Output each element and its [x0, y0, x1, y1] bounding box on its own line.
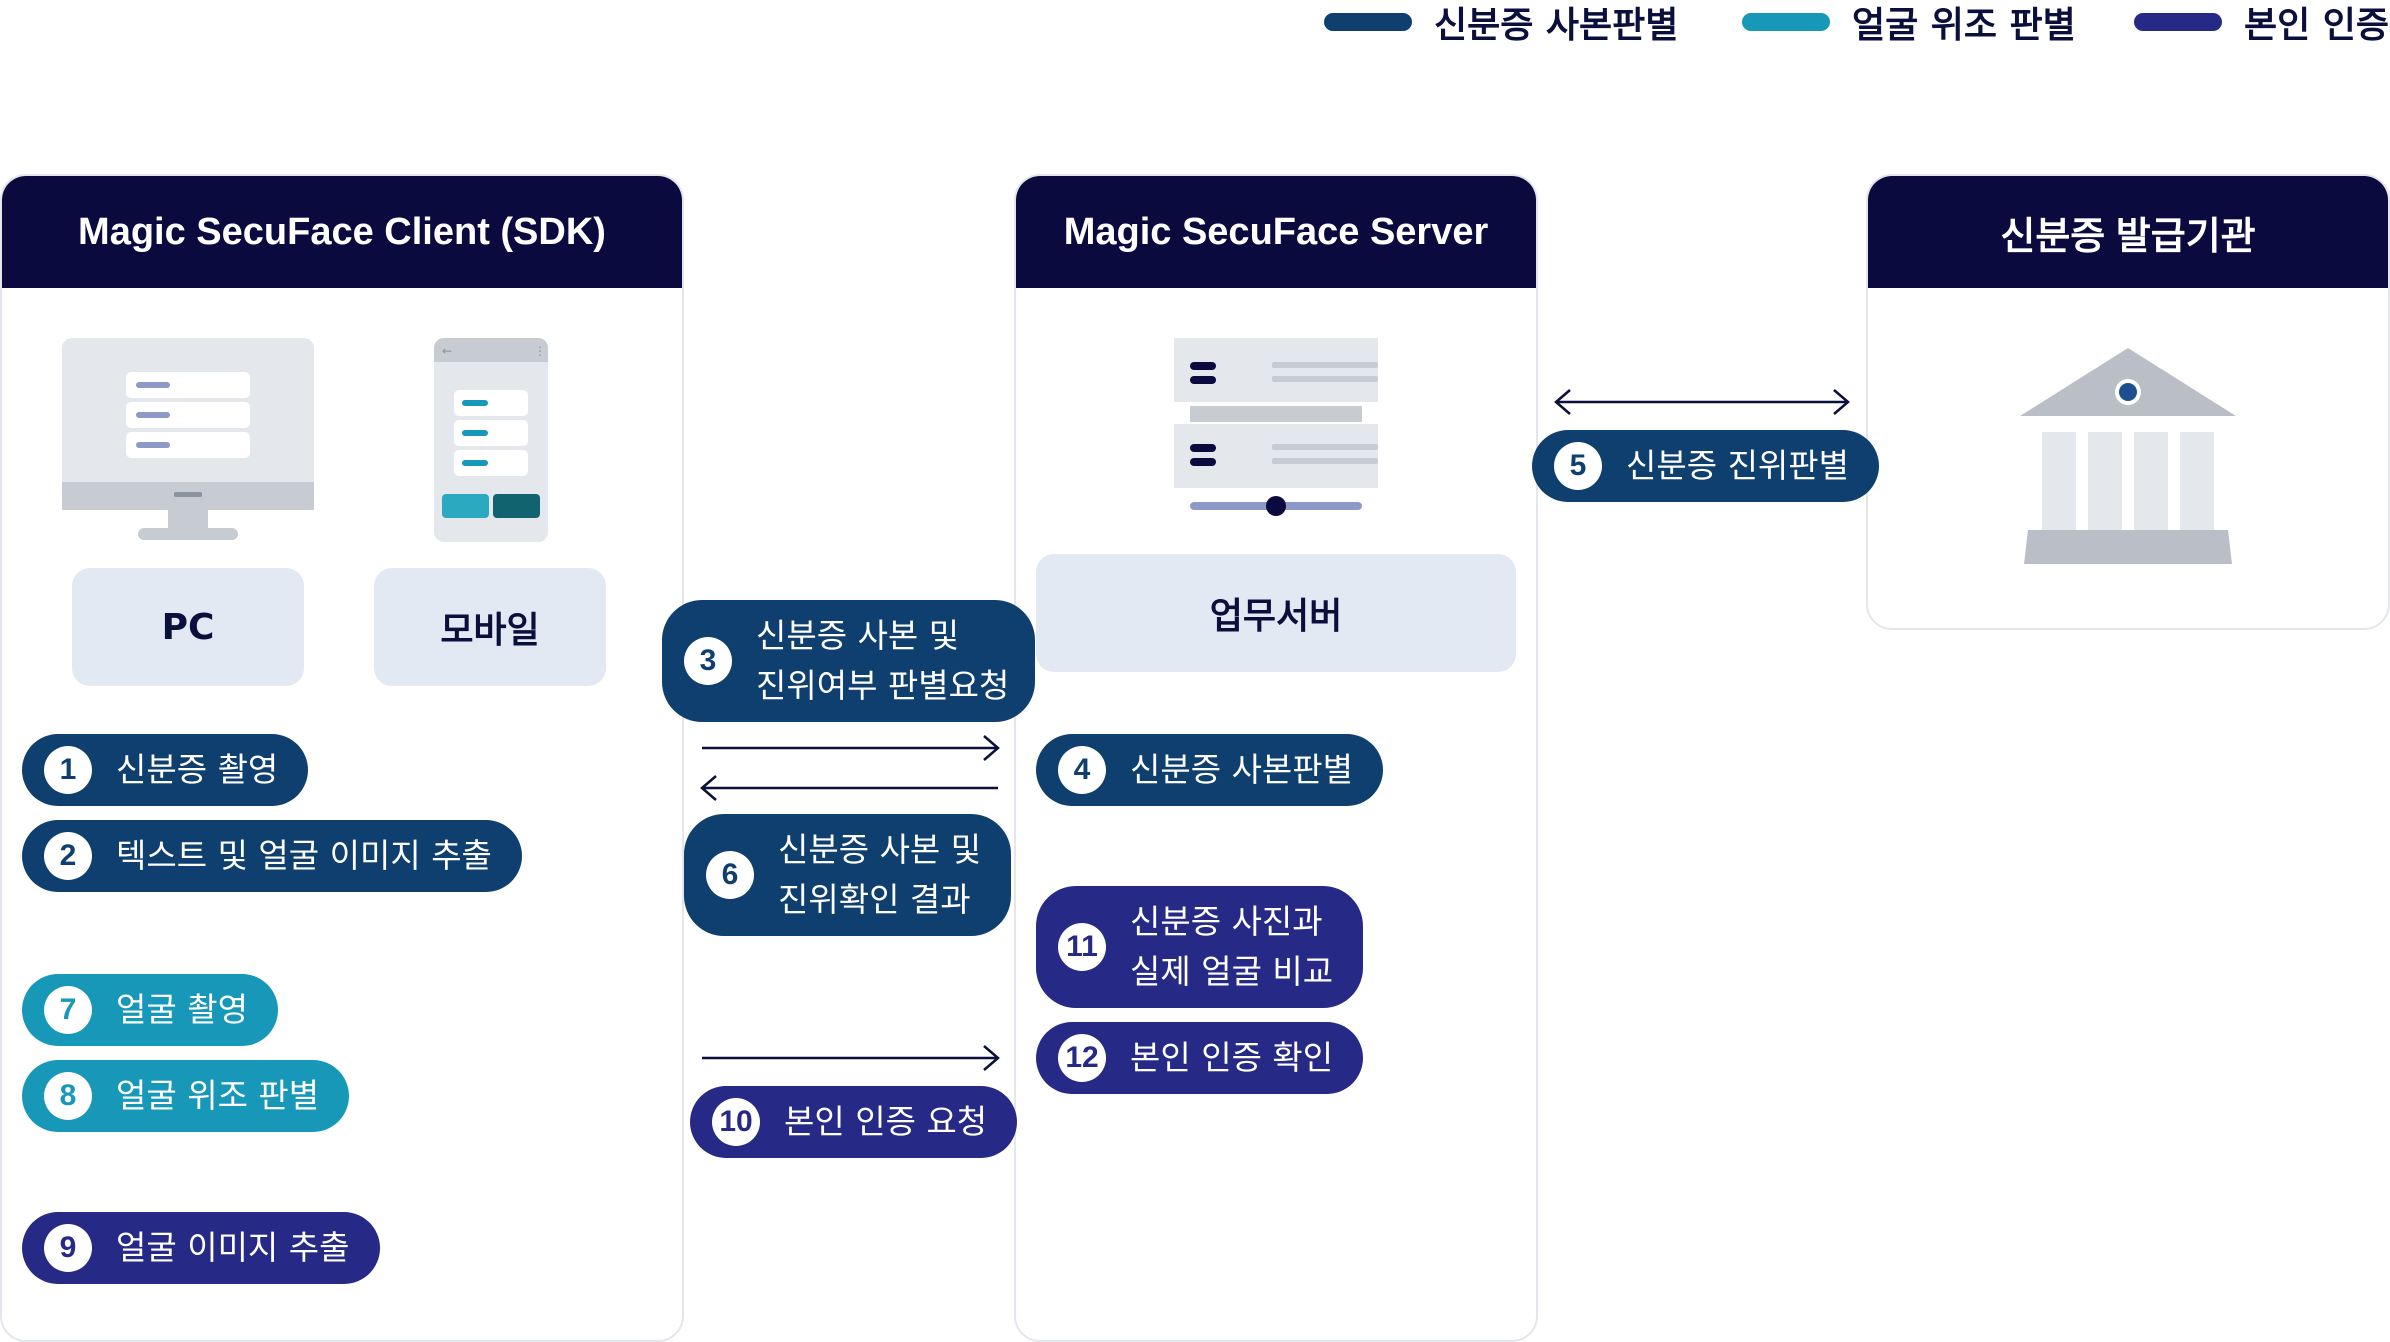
double-arrow-icon	[1554, 389, 1850, 415]
step-3-number: 3	[684, 637, 732, 685]
step-4-number: 4	[1058, 746, 1106, 794]
government-building-icon	[2020, 348, 2236, 564]
step-6-pill: 6 신분증 사본 및 진위확인 결과	[684, 814, 1012, 936]
step-8-text: 얼굴 위조 판별	[116, 1076, 320, 1115]
step-3-pill: 3 신분증 사본 및 진위여부 판별요청	[662, 600, 1036, 722]
arrow-left-icon	[700, 775, 998, 801]
mobile-phone-icon: ← ⋮	[434, 338, 548, 542]
step-3-text-line1: 신분증 사본 및	[756, 616, 960, 655]
step-7-text: 얼굴 촬영	[116, 990, 248, 1029]
legend-swatch-face	[1742, 13, 1830, 31]
step-2-number: 2	[44, 832, 92, 880]
pc-label: PC	[72, 568, 304, 686]
step-6-text-line1: 신분증 사본 및	[778, 830, 982, 869]
step-2-pill: 2 텍스트 및 얼굴 이미지 추출	[22, 820, 522, 892]
step-2-text: 텍스트 및 얼굴 이미지 추출	[116, 836, 492, 875]
step-7-pill: 7 얼굴 촬영	[22, 974, 278, 1046]
svg-text:←: ←	[442, 344, 452, 358]
step-4-text: 신분증 사본판별	[1130, 750, 1354, 789]
step-10-pill: 10 본인 인증 요청	[690, 1086, 1018, 1158]
step-1-number: 1	[44, 746, 92, 794]
legend-label-face: 얼굴 위조 판별	[1852, 5, 2076, 46]
step-8-pill: 8 얼굴 위조 판별	[22, 1060, 350, 1132]
step-8-number: 8	[44, 1072, 92, 1120]
step-11-text-line2: 실제 얼굴 비교	[1130, 952, 1334, 991]
step-6-number: 6	[706, 851, 754, 899]
business-server-label: 업무서버	[1036, 554, 1516, 672]
step-4-pill: 4 신분증 사본판별	[1036, 734, 1384, 806]
desktop-monitor-icon	[62, 338, 314, 540]
step-10-number: 10	[712, 1098, 760, 1146]
legend-label-copy: 신분증 사본판별	[1434, 5, 1679, 46]
step-10-text: 본인 인증 요청	[784, 1102, 988, 1141]
step-7-number: 7	[44, 986, 92, 1034]
step-11-text-line1: 신분증 사진과	[1130, 902, 1323, 941]
step-1-pill: 1 신분증 촬영	[22, 734, 309, 806]
step-12-text: 본인 인증 확인	[1130, 1038, 1334, 1077]
step-5-text: 신분증 진위판별	[1626, 446, 1850, 485]
server-rack-icon	[1174, 338, 1378, 516]
legend-swatch-copy	[1324, 13, 1412, 31]
step-12-pill: 12 본인 인증 확인	[1036, 1022, 1364, 1094]
step-9-pill: 9 얼굴 이미지 추출	[22, 1212, 380, 1284]
arrow-right-icon	[702, 1045, 1000, 1071]
step-1-text: 신분증 촬영	[116, 750, 279, 789]
step-11-pill: 11 신분증 사진과 실제 얼굴 비교	[1036, 886, 1364, 1008]
step-11-number: 11	[1058, 923, 1106, 971]
step-6-text-line2: 진위확인 결과	[778, 880, 971, 919]
legend-swatch-auth	[2134, 13, 2222, 31]
step-5-number: 5	[1554, 442, 1602, 490]
step-9-number: 9	[44, 1224, 92, 1272]
legend-label-auth: 본인 인증	[2244, 5, 2390, 46]
legend-item-auth: 본인 인증	[2134, 0, 2389, 46]
step-12-number: 12	[1058, 1034, 1106, 1082]
step-3-text-line2: 진위여부 판별요청	[756, 666, 1010, 705]
arrow-right-icon	[702, 735, 1000, 761]
legend-item-face: 얼굴 위조 판별	[1742, 0, 2076, 46]
server-panel-title: Magic SecuFace Server	[1016, 176, 1536, 288]
step-5-pill: 5 신분증 진위판별	[1532, 430, 1880, 502]
mobile-label: 모바일	[374, 568, 606, 686]
legend-item-copy: 신분증 사본판별	[1324, 0, 1678, 46]
issuer-panel-title: 신분증 발급기관	[1868, 176, 2388, 288]
svg-text:⋮: ⋮	[534, 344, 546, 358]
client-panel-title: Magic SecuFace Client (SDK)	[2, 176, 682, 288]
step-9-text: 얼굴 이미지 추출	[116, 1228, 350, 1267]
